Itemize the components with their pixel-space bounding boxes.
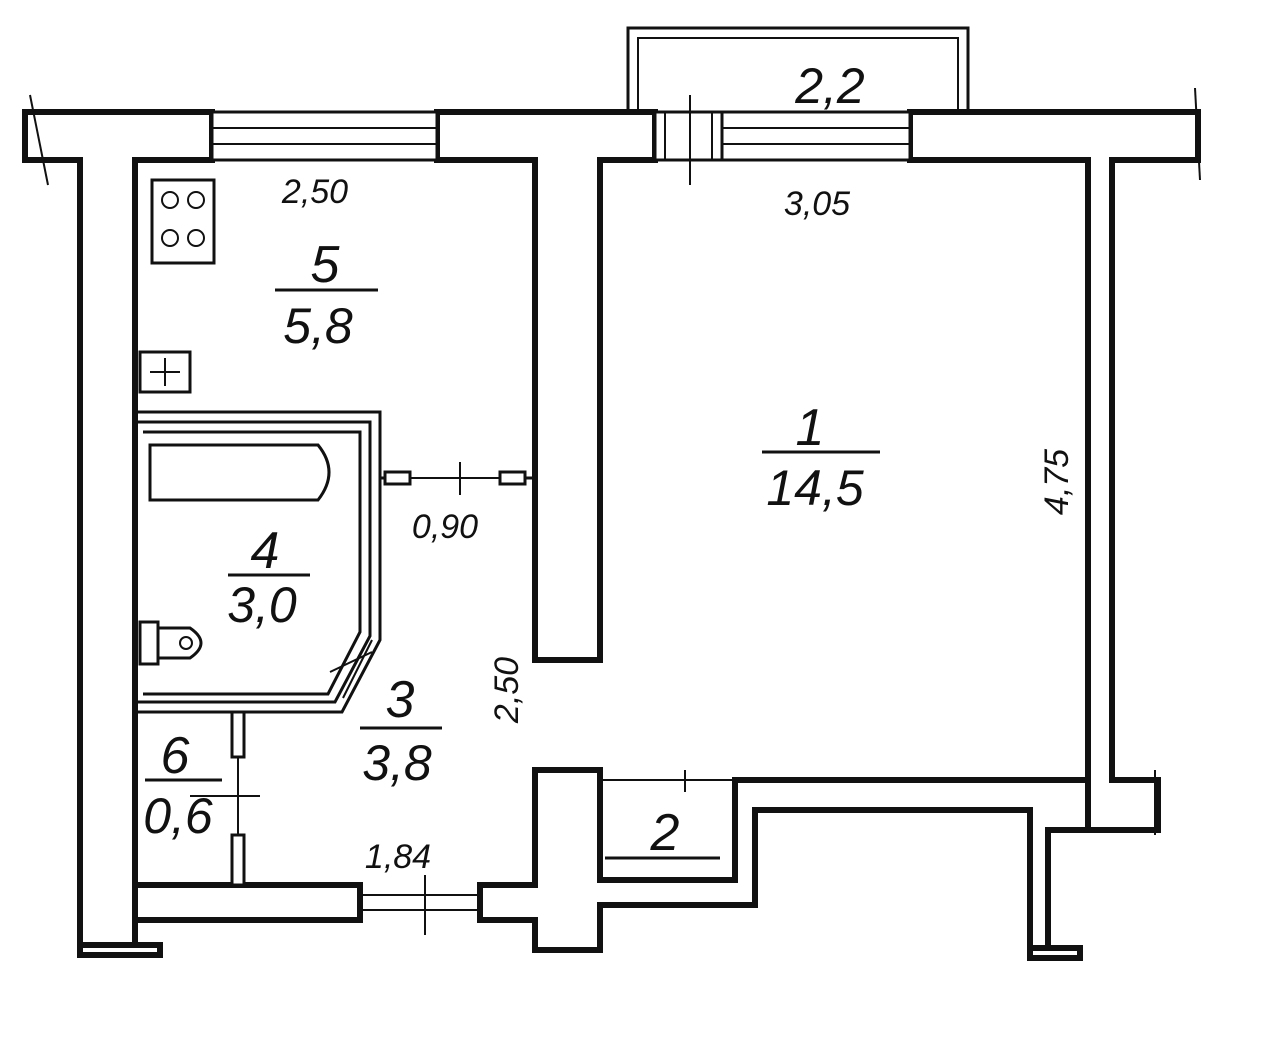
room-1-area: 14,5: [766, 460, 864, 516]
bathtub-icon: [148, 443, 331, 502]
room-width-dimension: 3,05: [784, 185, 850, 223]
axis-marks: [29, 87, 1201, 835]
entry-door-dimension: 1,84: [365, 838, 431, 876]
room-4-number: 4: [251, 522, 280, 580]
closet: [600, 770, 735, 860]
room-length-dimension: 4,75: [1038, 449, 1076, 515]
room-6-area: 0,6: [143, 788, 213, 844]
toilet-icon: [138, 620, 203, 666]
sink-icon: [138, 350, 192, 394]
room-1-number: 1: [796, 399, 825, 457]
hall-length-dimension: 2,50: [488, 657, 526, 724]
fraction-lines: [145, 288, 880, 782]
room-2-number: 2: [650, 804, 680, 862]
toilet-walls: [133, 710, 260, 887]
stove-icon: [150, 178, 216, 265]
bath-door-dimension: 0,90: [412, 508, 478, 546]
room-5-number: 5: [311, 236, 341, 294]
kitchen-window: [210, 110, 439, 162]
room-3-number: 3: [386, 671, 415, 729]
bathroom-walls: [135, 410, 535, 714]
room-window: [720, 110, 912, 162]
balcony-area: 2,2: [794, 58, 865, 114]
room-5-area: 5,8: [283, 298, 353, 354]
room-3-area: 3,8: [362, 735, 432, 791]
room-6-number: 6: [161, 727, 190, 785]
balcony-door: [653, 95, 724, 185]
room-4-area: 3,0: [227, 577, 297, 633]
entry-door: [360, 875, 480, 935]
kitchen-width-dimension: 2,50: [281, 173, 348, 211]
